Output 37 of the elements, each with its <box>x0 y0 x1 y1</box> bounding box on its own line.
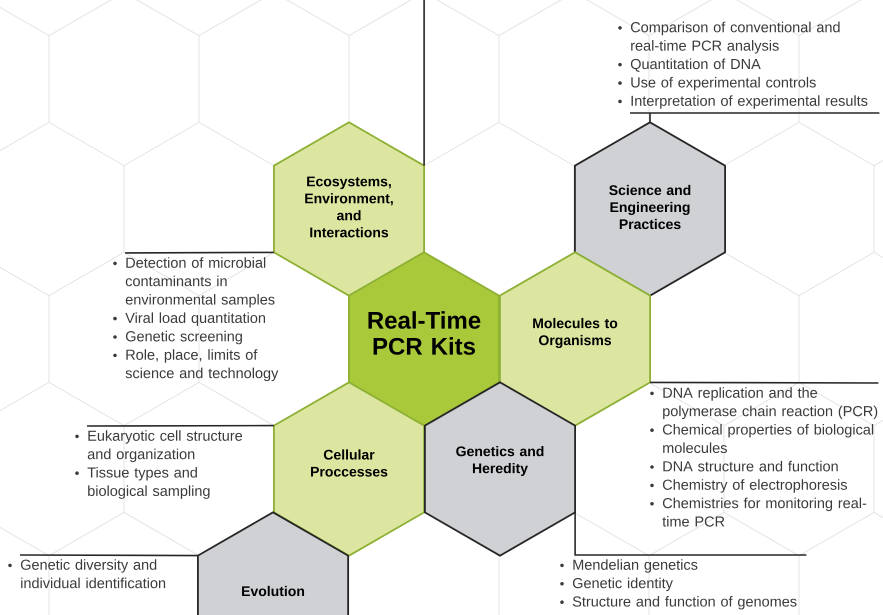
node-label: DNA structure and function <box>663 460 838 472</box>
node-label: Role, place, limits of science and technology <box>126 349 278 382</box>
node-label: Detection of microbial contaminants in environmental samples <box>126 257 275 308</box>
bullet-list: Comparison of conventional and real-time PCR analysis Quantitation of DNA Use of experimental controls Interpretation of experimental results <box>618 22 868 109</box>
leader-line <box>125 252 274 254</box>
node-label: Genetic identity <box>572 578 673 592</box>
node-label: Structure and function of genomes <box>572 596 797 610</box>
node-label: Viral load quantitation <box>125 312 266 326</box>
hexagon-tile: Genetics and Heredity <box>424 381 576 557</box>
node-label: Comparison of conventional and real-time PCR analysis <box>630 22 840 54</box>
bullet-list: DNA replication and the polymerase chain reaction (PCR) Chemical properties of biological molecules DNA structure and function Chemistry of electrophoresis Chemistries for monitoring real-time PCR <box>650 387 878 527</box>
hexagon-tile: Science and Engineering Practices <box>574 121 726 297</box>
hexagon-tile: Cellular Proccesses <box>273 381 425 557</box>
leader-line <box>650 382 878 384</box>
leader-line <box>423 0 425 166</box>
leader-line <box>87 424 274 427</box>
node-label: Use of experimental controls <box>631 76 816 90</box>
node-label: Chemistries for monitoring real-time PCR <box>662 498 866 527</box>
hexagon-tile: Real-Time PCR Kits <box>348 251 500 427</box>
node-label: Interpretation of experimental results <box>632 95 868 109</box>
leader-line <box>629 112 880 124</box>
node-label: Quantitation of DNA <box>630 58 761 72</box>
bullet-list: Mendelian genetics Genetic identity Structure and function of genomes <box>560 559 797 610</box>
hexagon-tile: Ecosystems, Environment, and Interactions <box>273 121 425 297</box>
node-label: Chemistry of electrophoresis <box>662 479 847 493</box>
node-label: Eukaryotic cell structure and organization <box>88 430 242 462</box>
bullet-list: Eukaryotic cell structure and organization Tissue types and biological sampling <box>75 430 242 499</box>
hexagon-tile: Evolution <box>197 511 349 615</box>
node-label: DNA replication and the polymerase chain reaction (PCR) <box>663 387 878 420</box>
bullet-list: Genetic diversity and individual identification <box>8 559 166 588</box>
node-label: Mendelian genetics <box>573 559 698 573</box>
node-label: Tissue types and biological sampling <box>88 466 210 499</box>
node-label: Chemical properties of biological molecules <box>662 424 874 454</box>
leader-line <box>574 512 806 556</box>
hexagon-tile: Molecules to Organisms <box>499 251 651 427</box>
leader-line <box>20 554 198 556</box>
node-label: Genetic screening <box>126 330 242 344</box>
